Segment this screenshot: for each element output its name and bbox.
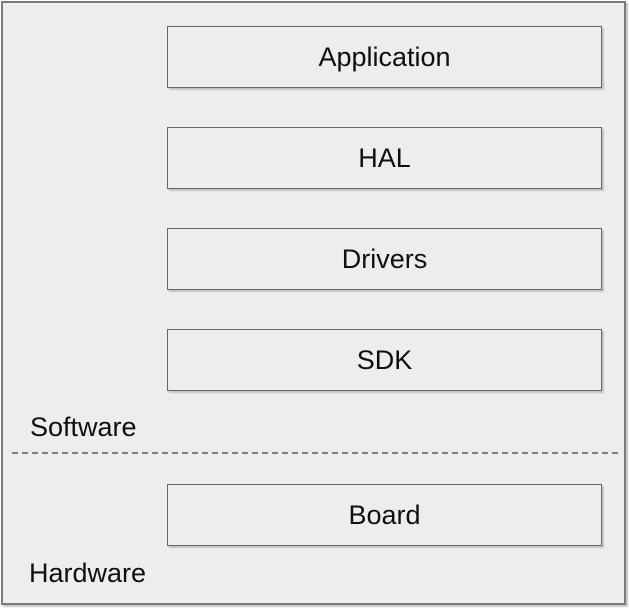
section-label-software: Software (30, 412, 137, 442)
layer-box-application: Application (167, 26, 602, 88)
layer-box-board-label: Board (348, 499, 421, 530)
layer-box-application-label: Application (318, 41, 451, 72)
layer-box-sdk-label: SDK (356, 344, 413, 375)
section-label-hardware: Hardware (29, 558, 147, 588)
software-hardware-divider (12, 452, 618, 454)
layer-box-drivers: Drivers (167, 228, 602, 290)
layer-box-drivers-label: Drivers (341, 243, 428, 274)
layer-box-sdk: SDK (167, 329, 602, 391)
layer-box-board: Board (167, 484, 602, 546)
layer-box-hal: HAL (167, 127, 602, 189)
layer-box-hal-label: HAL (358, 142, 411, 173)
